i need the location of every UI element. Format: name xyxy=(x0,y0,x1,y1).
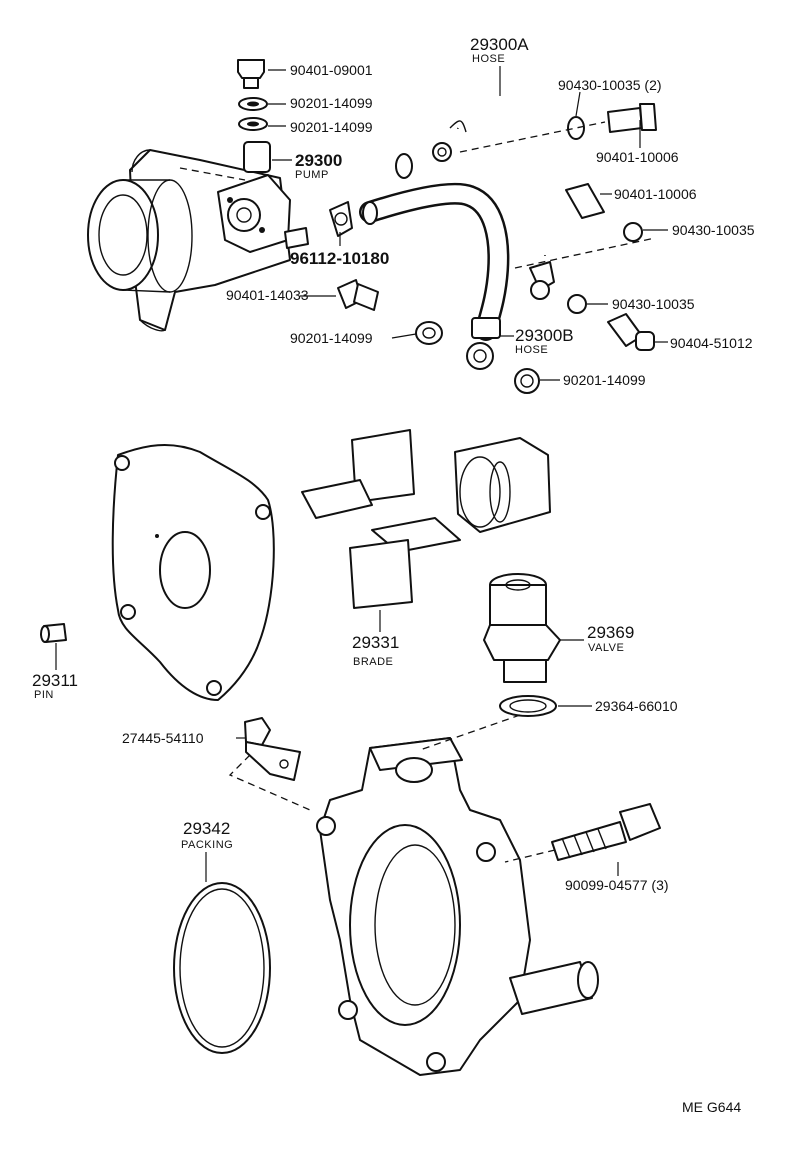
callout-90401-14033: 90401-14033 xyxy=(226,287,309,303)
callout-29300a: 29300A xyxy=(470,35,529,54)
blade-29331-b xyxy=(349,517,461,609)
callout-90201-14099-b: 90201-14099 xyxy=(290,119,373,135)
callout-29300: 29300 xyxy=(295,151,342,170)
dashed-line-bracket xyxy=(228,754,311,811)
union-bolt-90401-09001 xyxy=(237,59,265,89)
callout-90201-14099-a: 90201-14099 xyxy=(290,95,373,111)
callout-29364-66010: 29364-66010 xyxy=(595,698,678,714)
gasket-90201-d xyxy=(514,368,540,394)
callout-29311-sub: PIN xyxy=(34,689,54,701)
hose-29300a xyxy=(432,91,555,300)
union-bolt-90401-10006-b xyxy=(565,183,605,219)
bracket-27445-54110 xyxy=(244,717,301,781)
callout-90201-14099-c: 90201-14099 xyxy=(290,330,373,346)
callout-29369-sub: VALVE xyxy=(588,642,624,654)
blade-29331-a xyxy=(301,429,415,519)
callout-90099-04577: 90099-04577 (3) xyxy=(565,877,669,893)
callout-90401-09001: 90401-09001 xyxy=(290,62,373,78)
callout-90430-10035-2: 90430-10035 (2) xyxy=(558,77,662,93)
union-bolt-90401-14033 xyxy=(337,279,379,311)
gasket-90201-b xyxy=(238,117,268,131)
gasket-29364-66010 xyxy=(499,695,557,717)
dashed-line-upper-b xyxy=(514,237,656,269)
dashed-line-bolt xyxy=(504,849,556,863)
packing-29342 xyxy=(173,882,271,1054)
union-bolt-90401-10006-a xyxy=(607,103,657,133)
check-valve-29369 xyxy=(483,573,561,683)
callout-90430-10035-b: 90430-10035 xyxy=(612,296,695,312)
callout-90201-14099-d: 90201-14099 xyxy=(563,372,646,388)
callout-29331: 29331 xyxy=(352,633,399,652)
callout-29300-sub: PUMP xyxy=(295,169,329,181)
callout-29311: 29311 xyxy=(32,671,78,690)
dashed-line-valve xyxy=(419,714,521,751)
washer-90430-10035-2 xyxy=(567,116,585,140)
vacuum-pump xyxy=(217,141,309,253)
callout-29300a-sub: HOSE xyxy=(472,53,505,65)
bolt-90099-04577 xyxy=(551,803,661,861)
callout-29342: 29342 xyxy=(183,819,230,838)
callout-96112-10180: 96112-10180 xyxy=(290,249,389,268)
callout-29342-sub: PACKING xyxy=(181,839,233,851)
pump-housing xyxy=(316,737,599,1076)
leader-lines xyxy=(55,66,668,882)
callout-90401-10006-a: 90401-10006 xyxy=(596,149,679,165)
washer-90430-10035-b xyxy=(567,294,587,314)
washer-left xyxy=(395,153,413,179)
diagram-code: ME G644 xyxy=(682,1099,741,1115)
cover-plate xyxy=(111,443,275,701)
dashed-line-upper-a xyxy=(459,121,606,153)
callout-29300b: 29300B xyxy=(515,326,574,345)
callout-29369: 29369 xyxy=(587,623,634,642)
callout-90401-10006-b: 90401-10006 xyxy=(614,186,697,202)
gasket-90201-a xyxy=(238,97,268,111)
hose-29300b xyxy=(359,182,510,370)
gasket-90201-c xyxy=(415,321,443,345)
pin-29311 xyxy=(40,623,67,643)
clip-96112-10180 xyxy=(329,201,353,237)
union-90404-51012 xyxy=(607,313,655,351)
callout-29331-sub: BRADE xyxy=(353,656,393,668)
callout-27445-54110: 27445-54110 xyxy=(122,730,204,746)
callout-29300b-sub: HOSE xyxy=(515,344,548,356)
washer-90430-10035-a xyxy=(623,222,643,242)
callout-90430-10035-a: 90430-10035 xyxy=(672,222,755,238)
callout-90404-51012: 90404-51012 xyxy=(670,335,753,351)
rotor xyxy=(454,437,551,533)
